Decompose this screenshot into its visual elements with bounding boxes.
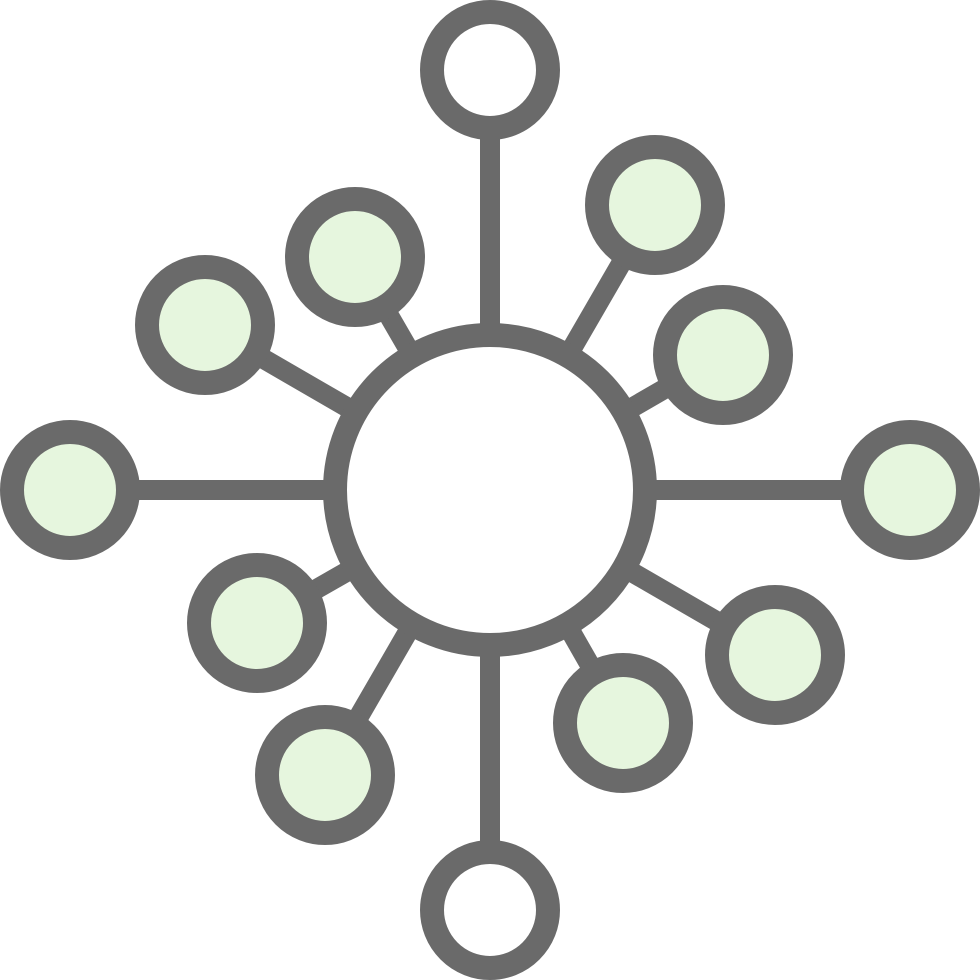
node-upper-left-outer <box>135 255 275 395</box>
node-lower-right-inner <box>553 653 693 793</box>
node-left <box>0 420 140 560</box>
node-lower-right-outer <box>705 585 845 725</box>
node-lower-left-outer <box>255 705 395 845</box>
node-upper-left-inner <box>285 187 425 327</box>
central-hub-node <box>323 323 657 657</box>
node-top <box>420 0 560 140</box>
node-bottom <box>420 840 560 980</box>
connector-line-upper-left-outer <box>250 345 361 421</box>
connector-line-upper-right-outer <box>559 250 635 361</box>
connector-line-lower-right-outer <box>619 559 730 635</box>
node-upper-right-outer <box>585 135 725 275</box>
connector-line-lower-left-outer <box>345 619 421 730</box>
node-right <box>840 420 980 560</box>
node-upper-right-inner <box>653 285 793 425</box>
node-lower-left-inner <box>187 553 327 693</box>
